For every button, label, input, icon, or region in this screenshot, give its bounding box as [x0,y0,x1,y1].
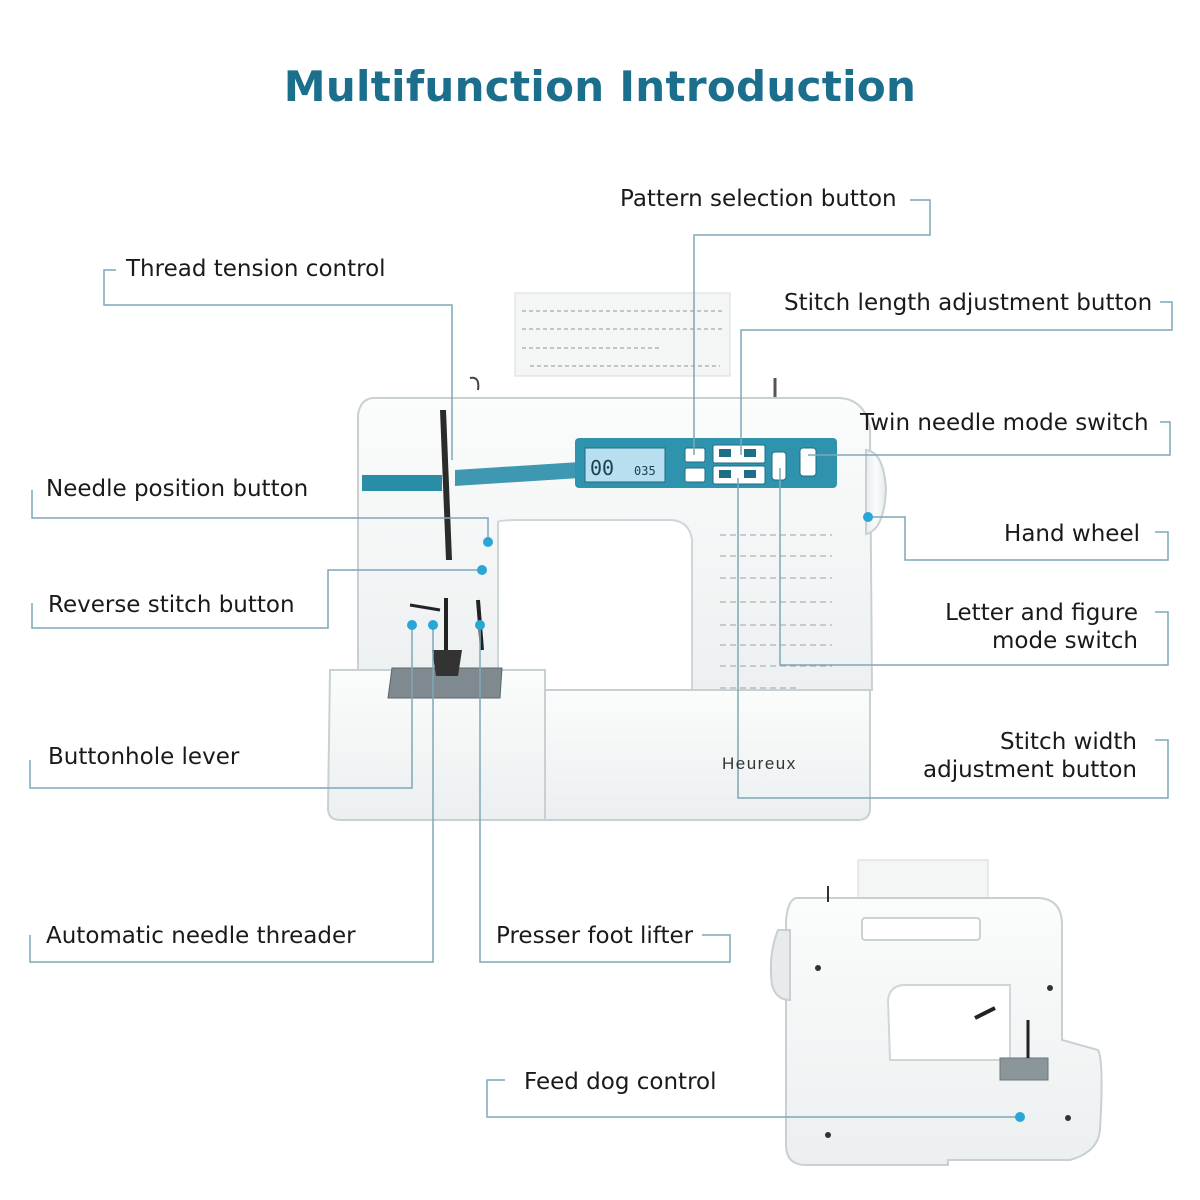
label-hand-wheel: Hand wheel [1004,521,1140,547]
hotspots [407,512,1025,1122]
hotspot-presser-foot [475,620,485,630]
label-stitch-length: Stitch length adjustment button [784,290,1153,316]
label-stitch-width-line2: adjustment button [923,757,1137,783]
leader-presser-foot [479,625,731,963]
leader-twin-needle [808,421,1171,456]
stitch-reference-card [514,292,731,377]
label-feed-dog: Feed dog control [524,1069,717,1095]
label-reverse-stitch: Reverse stitch button [48,592,295,618]
label-presser-foot: Presser foot lifter [496,923,694,949]
lcd-right-digits: 035 [634,464,656,478]
lcd-display [584,447,666,483]
leader-feed-dog [486,1079,1018,1118]
leader-stitch-length [740,301,1173,455]
label-letter-figure-line2: mode switch [992,628,1138,654]
label-pattern-selection: Pattern selection button [620,186,897,212]
leader-hand-wheel [868,516,1169,561]
leader-stitch-width [737,478,1169,799]
leader-lines [29,199,1173,1118]
leader-letter-figure [779,468,1169,666]
label-needle-position: Needle position button [46,476,309,502]
leader-needle-position [31,490,489,540]
hotspot-reverse-stitch [477,565,487,575]
label-buttonhole-lever: Buttonhole lever [48,744,240,770]
hotspot-feed-dog [1015,1112,1025,1122]
sewing-machine-side [769,859,1103,1166]
label-needle-threader: Automatic needle threader [46,923,356,949]
hotspot-hand-wheel [863,512,873,522]
label-letter-figure-line1: Letter and figure [945,600,1138,626]
label-stitch-width-line1: Stitch width [1000,729,1137,755]
leader-pattern-selection [693,199,931,455]
leader-thread-tension [103,269,453,460]
hotspot-needle-threader [428,620,438,630]
brand-logo: Heureux [722,754,797,773]
leader-reverse-stitch [31,569,482,629]
hotspot-buttonhole [407,620,417,630]
hotspot-needle-position [483,537,493,547]
leader-buttonhole [29,625,413,789]
page-title: Multifunction Introduction [283,62,917,111]
label-thread-tension: Thread tension control [126,256,386,282]
lcd-left-digits: 00 [590,456,614,480]
leader-needle-threader [29,625,434,963]
label-twin-needle: Twin needle mode switch [860,410,1149,436]
